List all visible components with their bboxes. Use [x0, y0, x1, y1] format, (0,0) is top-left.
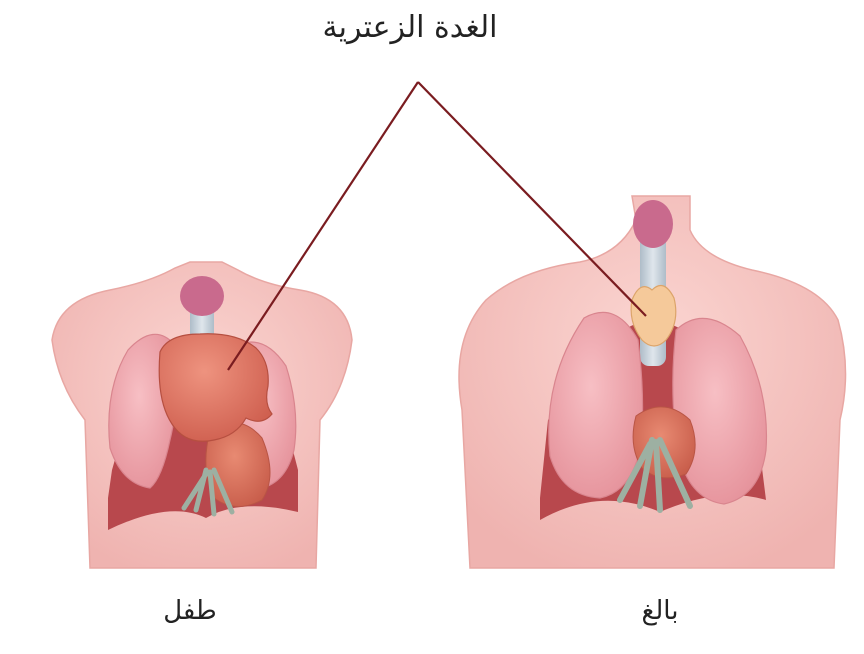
child-caption: طفل	[130, 596, 250, 626]
adult-larynx	[633, 200, 673, 248]
adult-caption: بالغ	[600, 596, 720, 626]
child-larynx	[180, 276, 224, 316]
thymus-title: الغدة الزعترية	[280, 10, 540, 45]
adult-torso	[459, 196, 846, 568]
child-torso	[52, 262, 352, 568]
